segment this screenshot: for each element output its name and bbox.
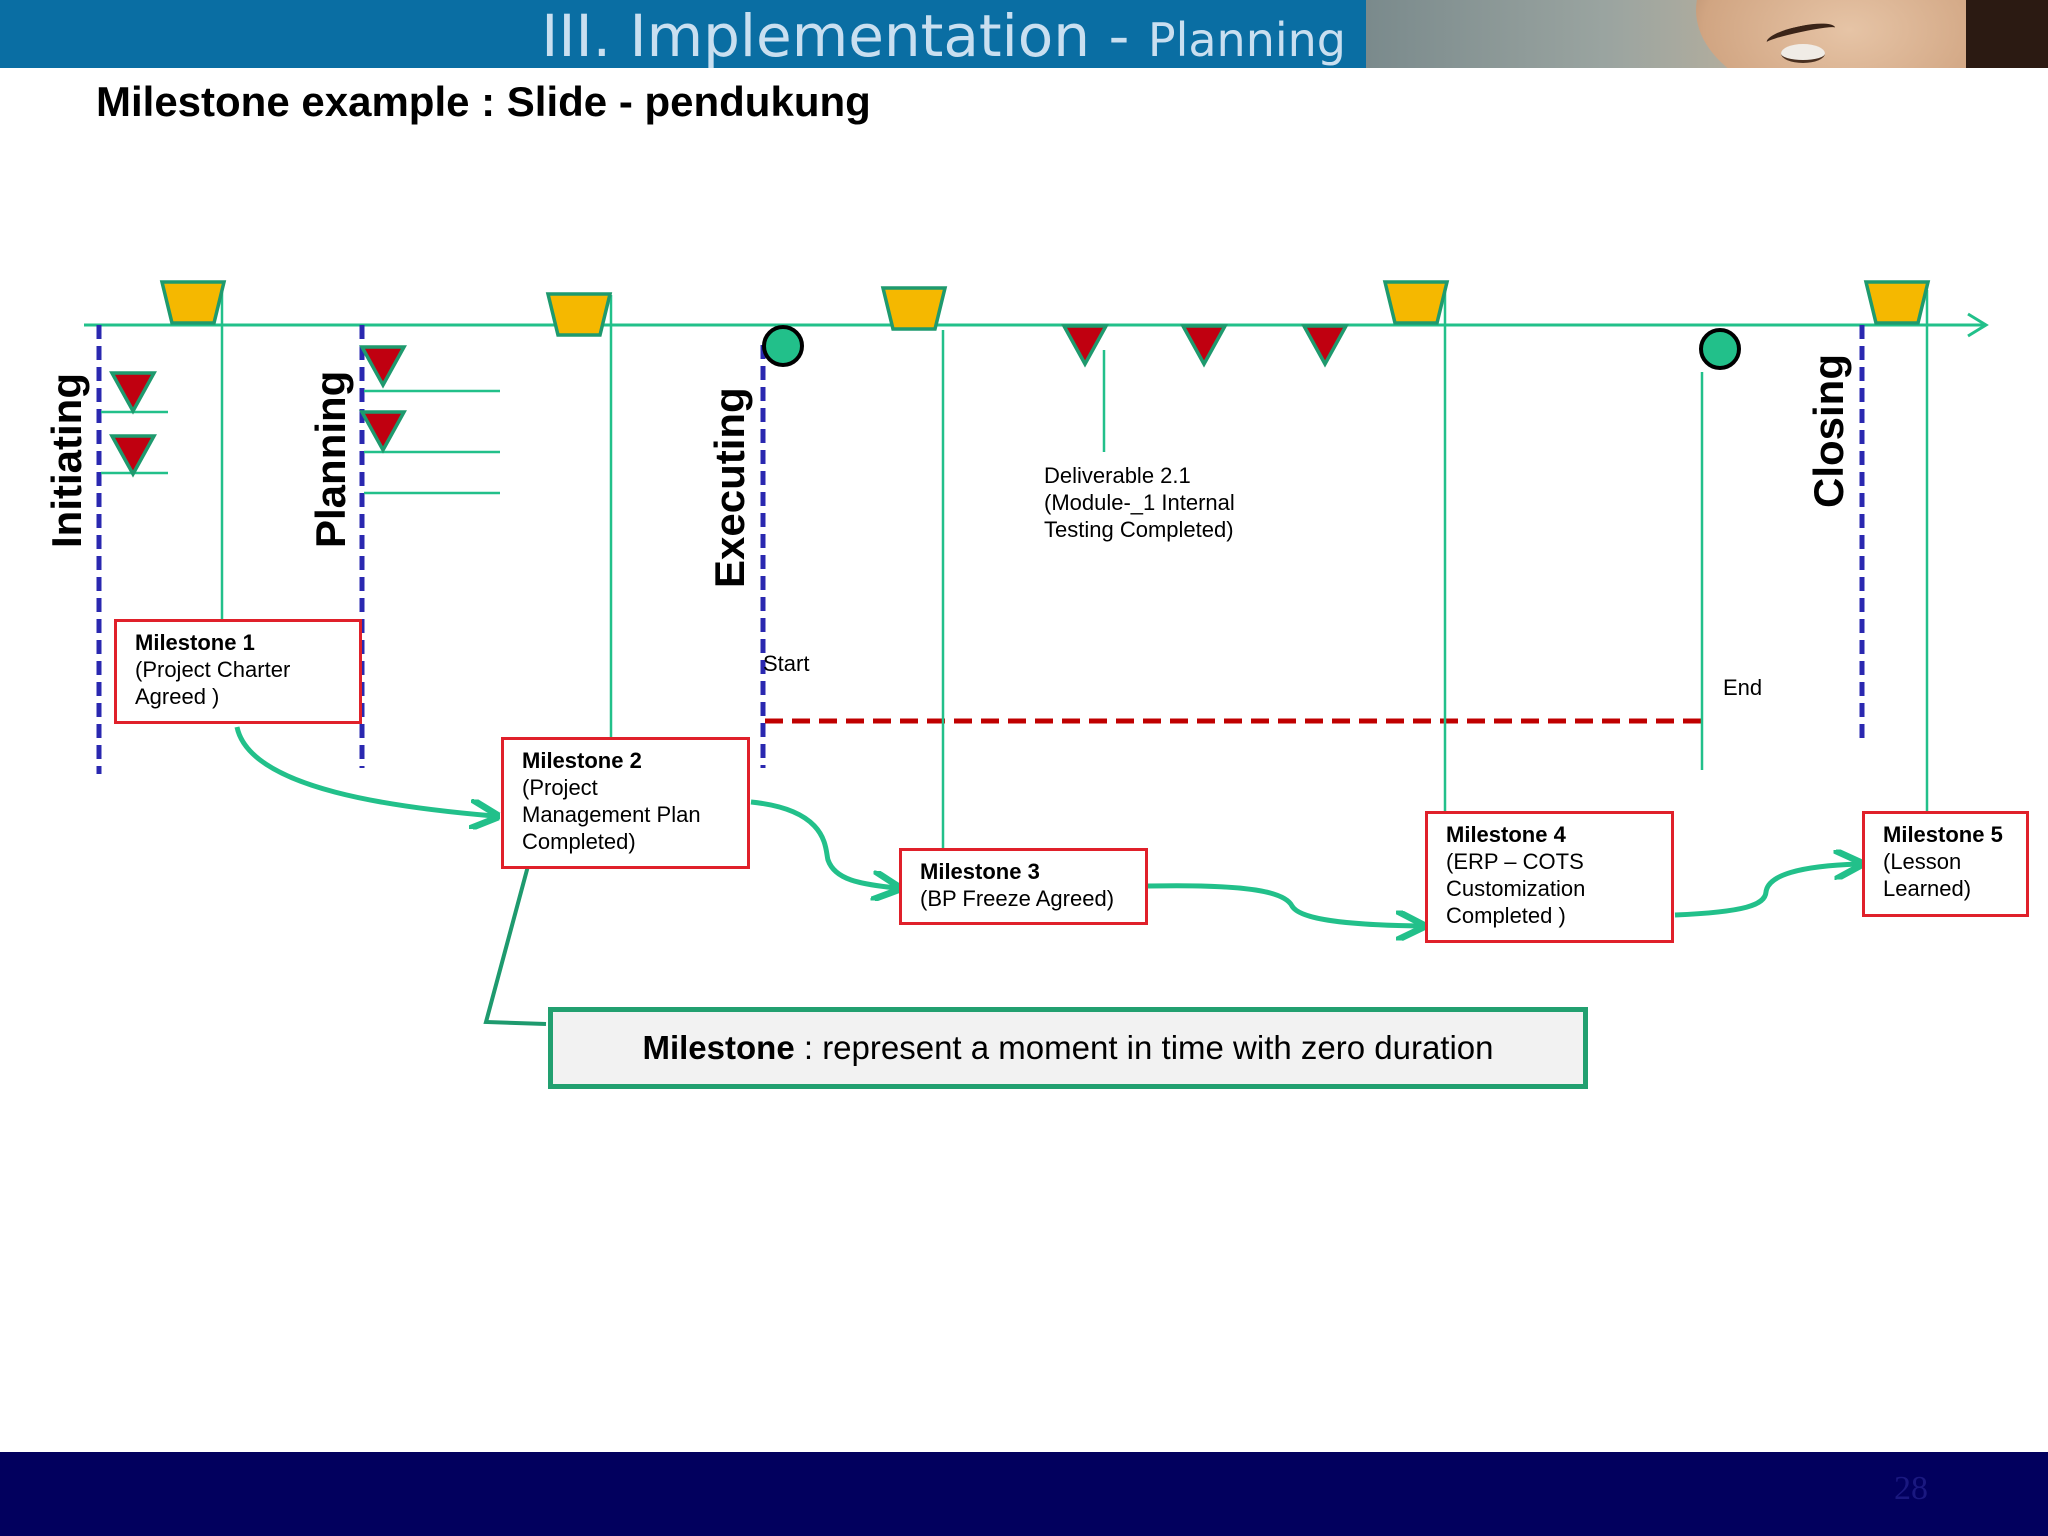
flow-arrow-m4-m5 [1674,864,1858,918]
start-label: Start [763,651,810,676]
deliverable-triangle-icon [359,410,407,454]
phase-label-initiating: Initiating [43,373,90,548]
milestone-desc: (ERP – COTS Customization Completed ) [1446,849,1586,928]
milestone-desc: (Lesson Learned) [1883,849,1972,901]
milestone-trapezoid-icon [545,292,613,337]
header-bar [0,0,1366,68]
milestone-title: Milestone 3 [920,859,1040,884]
milestone-trapezoid-icon [1863,280,1931,325]
deliverable-triangle-icon [359,345,407,389]
header-title: III. Implementation - Planning [0,0,1346,70]
page-number: 28 [1894,1470,1928,1507]
deliverable-triangle-icon [1061,324,1109,368]
milestone-box-3: Milestone 3 (BP Freeze Agreed) [899,848,1148,925]
phase-label-planning: Planning [307,370,354,548]
start-circle-icon [762,325,804,367]
milestone-trapezoid-icon [1382,280,1450,325]
flow-arrow-m3-m4 [1147,883,1420,926]
timeline-arrow-icon [1967,312,1989,338]
milestone-box-1: Milestone 1 (Project Charter Agreed ) [114,619,362,724]
header-title-main: III. Implementation - [541,2,1148,70]
flow-arrow-m2-m3 [750,799,896,888]
header-photo [1366,0,2048,68]
milestone-box-5: Milestone 5 (Lesson Learned) [1862,811,2029,917]
milestone-desc: (Project Management Plan Completed) [522,775,701,854]
phase-label-executing: Executing [706,387,753,588]
end-circle-icon [1699,328,1741,370]
definition-text: : represent a moment in time with zero d… [794,1029,1494,1066]
phase-label-closing: Closing [1805,354,1852,508]
flow-arrow-m1-m2 [234,726,494,816]
milestone-box-4: Milestone 4 (ERP – COTS Customization Co… [1425,811,1674,943]
definition-pointer [483,865,547,1026]
milestone-title: Milestone 4 [1446,822,1566,847]
footer-bar: 28 [0,1452,2048,1536]
deliverable-triangle-icon [1180,324,1228,368]
milestone-desc: (Project Charter Agreed ) [135,657,291,709]
header-hair [1966,0,2048,68]
header-eye [1781,44,1825,63]
slide-title: Milestone example : Slide - pendukung [96,78,871,125]
header-title-sub: Planning [1147,13,1346,67]
end-label: End [1723,675,1763,700]
milestone-box-2: Milestone 2 (Project Management Plan Com… [501,737,750,869]
milestone-desc: (BP Freeze Agreed) [920,886,1115,911]
milestone-trapezoid-icon [880,286,948,331]
definition-box: Milestone : represent a moment in time w… [548,1007,1588,1089]
deliverable-label: Deliverable 2.1 (Module-_1 Internal Test… [1044,463,1235,542]
deliverable-triangle-icon [109,434,157,478]
definition-term: Milestone [642,1029,795,1066]
milestone-title: Milestone 1 [135,630,255,655]
milestone-title: Milestone 2 [522,748,642,773]
deliverable-triangle-icon [109,371,157,415]
milestone-title: Milestone 5 [1883,822,2003,847]
deliverable-triangle-icon [1301,324,1349,368]
milestone-trapezoid-icon [159,280,227,325]
